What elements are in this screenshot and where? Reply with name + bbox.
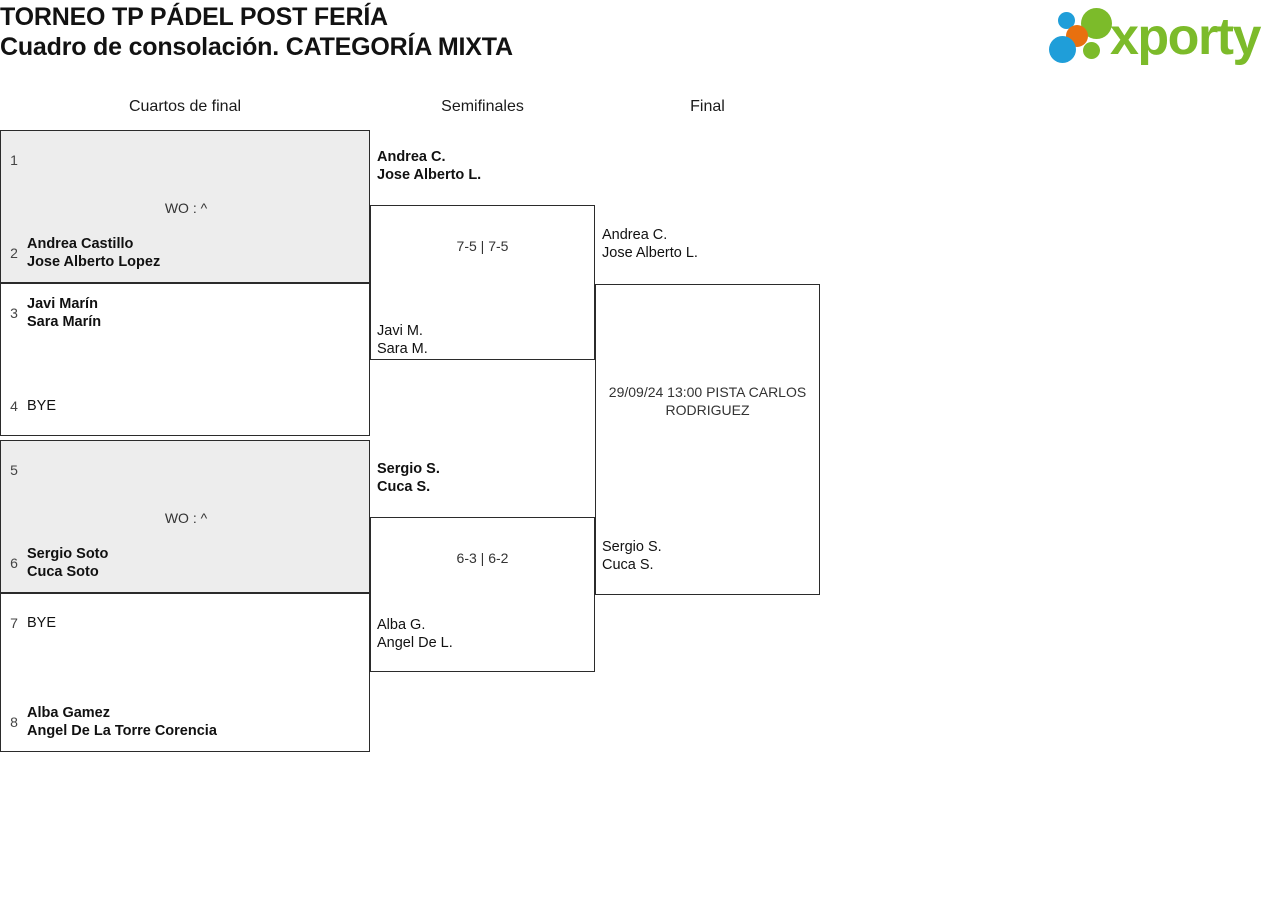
player-1-name: Javi Marín: [27, 296, 98, 312]
logo-dot-blue-large-icon: [1049, 36, 1076, 63]
player-2-name: Angel De L.: [377, 635, 453, 651]
logo-dot-green-small-icon: [1083, 42, 1100, 59]
bracket-subtitle: Cuadro de consolación. CATEGORÍA MIXTA: [0, 33, 513, 61]
match-slot-seed-4[interactable]: 4 BYE: [1, 385, 371, 427]
player-2-name: Jose Alberto Lopez: [27, 254, 161, 270]
player-2-name: Cuca Soto: [27, 564, 99, 580]
seed-number: 2: [10, 245, 18, 261]
player-2-name: Sara M.: [377, 341, 428, 357]
semifinal-1-top-team[interactable]: Andrea C. Jose Alberto L.: [377, 148, 481, 184]
semifinal-2-top-team[interactable]: Sergio S. Cuca S.: [377, 460, 440, 496]
semifinal-1-bottom-team[interactable]: Javi M. Sara M.: [377, 322, 428, 358]
match-score: 6-3 | 6-2: [456, 550, 509, 566]
player-2-name: Angel De La Torre Corencia: [27, 723, 217, 739]
player-1-name: BYE: [27, 398, 57, 414]
player-2-name: Cuca S.: [602, 557, 654, 573]
player-1-name: Andrea C.: [377, 149, 446, 165]
player-1-name: Sergio Soto: [27, 546, 109, 562]
match-slot-seed-7[interactable]: 7 BYE: [1, 602, 371, 644]
seed-number: 4: [10, 398, 18, 414]
match-quarterfinal-1[interactable]: 1 WO : ^ 2 Andrea Castillo Jose Alberto …: [0, 130, 370, 283]
match-quarterfinal-3[interactable]: 5 WO : ^ 6 Sergio Soto Cuca Soto: [0, 440, 370, 593]
match-semifinal-2[interactable]: 6-3 | 6-2: [370, 517, 595, 672]
team-names: Javi Marín Sara Marín: [27, 295, 371, 331]
page-title: TORNEO TP PÁDEL POST FERÍA Cuadro de con…: [0, 2, 900, 62]
player-1-name: Alba Gamez: [27, 705, 110, 721]
page-header: TORNEO TP PÁDEL POST FERÍA Cuadro de con…: [0, 0, 1280, 78]
final-datetime-court-line2: RODRIGUEZ: [665, 402, 750, 418]
round-header-quarterfinals: Cuartos de final: [128, 98, 242, 115]
match-slot-seed-5[interactable]: 5: [1, 449, 371, 491]
player-1-name: BYE: [27, 615, 57, 631]
player-1-name: Andrea Castillo: [27, 236, 134, 252]
final-top-team[interactable]: Andrea C. Jose Alberto L.: [602, 226, 698, 262]
match-final[interactable]: 29/09/24 13:00 PISTA CARLOS RODRIGUEZ: [595, 284, 820, 595]
player-1-name: Sergio S.: [377, 461, 440, 477]
player-2-name: Jose Alberto L.: [602, 245, 698, 261]
match-quarterfinal-2[interactable]: 3 Javi Marín Sara Marín 4 BYE: [0, 283, 370, 436]
final-match-info: 29/09/24 13:00 PISTA CARLOS RODRIGUEZ: [596, 383, 819, 419]
match-slot-seed-1[interactable]: 1: [1, 139, 371, 181]
player-1-name: Sergio S.: [602, 539, 662, 555]
team-names: BYE: [27, 614, 371, 632]
match-quarterfinal-4[interactable]: 7 BYE 8 Alba Gamez Angel De La Torre Cor…: [0, 593, 370, 752]
team-names: Andrea Castillo Jose Alberto Lopez: [27, 235, 371, 271]
team-names: BYE: [27, 397, 371, 415]
match-slot-seed-6[interactable]: 6 Sergio Soto Cuca Soto: [1, 542, 371, 584]
final-bottom-team[interactable]: Sergio S. Cuca S.: [602, 538, 662, 574]
player-1-name: Andrea C.: [602, 227, 668, 243]
match-score: WO : ^: [164, 510, 208, 526]
match-slot-seed-8[interactable]: 8 Alba Gamez Angel De La Torre Corencia: [1, 701, 371, 743]
match-semifinal-1[interactable]: 7-5 | 7-5: [370, 205, 595, 360]
round-header-semifinals: Semifinales: [441, 98, 524, 115]
match-score: 7-5 | 7-5: [456, 238, 509, 254]
logo-wordmark: xporty: [1110, 8, 1261, 66]
player-1-name: Javi M.: [377, 323, 423, 339]
seed-number: 7: [10, 615, 18, 631]
seed-number: 1: [10, 152, 18, 168]
match-slot-seed-2[interactable]: 2 Andrea Castillo Jose Alberto Lopez: [1, 232, 371, 274]
match-slot-seed-3[interactable]: 3 Javi Marín Sara Marín: [1, 292, 371, 334]
seed-number: 8: [10, 714, 18, 730]
xporty-logo[interactable]: xporty: [1048, 6, 1276, 68]
player-1-name: Alba G.: [377, 617, 426, 633]
team-names: Sergio Soto Cuca Soto: [27, 545, 371, 581]
match-score: WO : ^: [164, 200, 208, 216]
seed-number: 6: [10, 555, 18, 571]
player-2-name: Cuca S.: [377, 479, 431, 495]
player-2-name: Sara Marín: [27, 314, 102, 330]
logo-dots-icon: [1048, 6, 1122, 68]
round-header-final: Final: [690, 98, 725, 115]
team-names: Alba Gamez Angel De La Torre Corencia: [27, 704, 371, 740]
player-2-name: Jose Alberto L.: [377, 167, 482, 183]
seed-number: 3: [10, 305, 18, 321]
tournament-name: TORNEO TP PÁDEL POST FERÍA: [0, 3, 388, 31]
logo-dot-blue-small-icon: [1058, 12, 1075, 29]
final-datetime-court-line1: 29/09/24 13:00 PISTA CARLOS: [608, 384, 807, 400]
seed-number: 5: [10, 462, 18, 478]
semifinal-2-bottom-team[interactable]: Alba G. Angel De L.: [377, 616, 453, 652]
